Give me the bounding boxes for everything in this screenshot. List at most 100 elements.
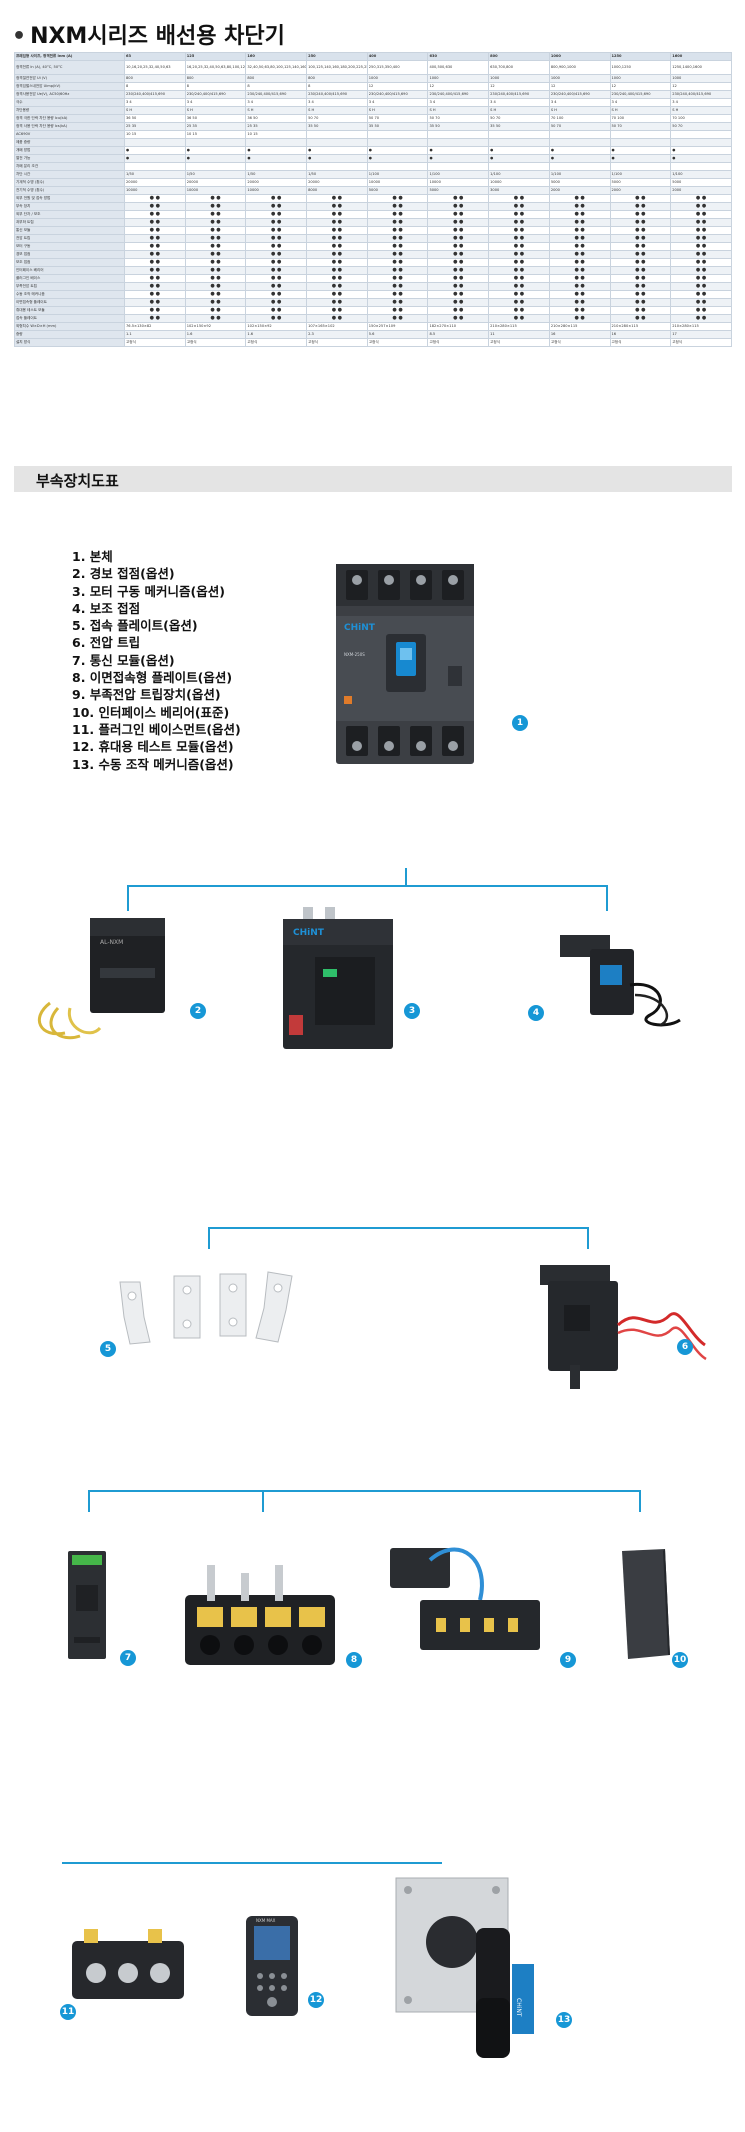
spec-cell: 2000 bbox=[609, 186, 672, 195]
spec-cell: ● bbox=[488, 154, 550, 163]
spec-cell: ● ● bbox=[124, 290, 186, 299]
spec-cell: ● ● bbox=[548, 242, 611, 251]
spec-cell bbox=[306, 130, 368, 139]
spec-cell: ● ● bbox=[670, 226, 732, 235]
spec-cell: ● ● bbox=[124, 250, 186, 259]
spec-cell: 1000 bbox=[670, 74, 732, 83]
spec-cell: ● ● bbox=[184, 234, 247, 243]
spec-cell: 35 50 bbox=[488, 122, 550, 131]
spec-cell: 1000 bbox=[366, 74, 429, 83]
spec-cell: S H bbox=[488, 106, 550, 115]
spec-row-label: 설치 방식 bbox=[14, 338, 125, 347]
spec-cell: ● ● bbox=[427, 250, 490, 259]
spec-cell: ● ● bbox=[488, 218, 550, 227]
spec-cell: ● ● bbox=[670, 266, 732, 275]
spec-cell: 400,500,630 bbox=[427, 60, 490, 75]
spec-cell: 1000 bbox=[609, 74, 672, 83]
spec-cell bbox=[488, 162, 550, 171]
spec-cell: ● ● bbox=[184, 274, 247, 283]
accessory-list-item: 8. 이면접속형 플레이트(옵션) bbox=[72, 670, 233, 686]
spec-cell: ● ● bbox=[306, 274, 368, 283]
spec-row-label: 제품 중량 bbox=[14, 138, 125, 147]
spec-cell: ● ● bbox=[670, 202, 732, 211]
spec-cell: ● bbox=[306, 154, 368, 163]
spec-cell bbox=[427, 162, 490, 171]
spec-cell: ● ● bbox=[670, 250, 732, 259]
spec-cell: ● ● bbox=[366, 210, 429, 219]
callout-badge-10: 10 bbox=[672, 1652, 688, 1668]
spec-cell: ● bbox=[124, 154, 186, 163]
spec-cell: ● ● bbox=[488, 194, 550, 203]
spec-row-label: 과부하 트립 bbox=[14, 218, 125, 227]
spec-frame-header: 160 bbox=[245, 52, 308, 61]
spec-cell: ● ● bbox=[245, 226, 308, 235]
spec-cell: 16 bbox=[548, 330, 611, 339]
accessory-list-item: 6. 전압 트립 bbox=[72, 635, 141, 651]
spec-cell: ● ● bbox=[609, 266, 672, 275]
spec-cell: ● ● bbox=[124, 202, 186, 211]
spec-row-label: 휴대용 테스트 모듈 bbox=[14, 306, 125, 315]
spec-cell: 230/240,400/415,690 bbox=[306, 90, 368, 99]
spec-row-label: 정격 사용 단락 차단 용량 Ics(kA) bbox=[14, 122, 125, 131]
spec-cell: ● ● bbox=[609, 298, 672, 307]
spec-cell: 36 50 bbox=[184, 114, 247, 123]
spec-cell: ● ● bbox=[184, 314, 247, 323]
svg-text:NXM-250S: NXM-250S bbox=[344, 652, 365, 657]
spec-cell bbox=[609, 138, 672, 147]
accessory-list-item: 4. 보조 접점 bbox=[72, 600, 141, 616]
spec-cell: ● ● bbox=[245, 194, 308, 203]
spec-cell: ● ● bbox=[548, 306, 611, 315]
spec-cell: ● ● bbox=[245, 242, 308, 251]
spec-row: 전압 트립● ●● ●● ●● ●● ●● ●● ●● ●● ●● ● bbox=[14, 234, 732, 243]
spec-cell: ● ● bbox=[548, 194, 611, 203]
spec-cell: ● ● bbox=[548, 258, 611, 267]
spec-cell: ● ● bbox=[184, 226, 247, 235]
spec-cell: ● ● bbox=[548, 282, 611, 291]
spec-cell: ● bbox=[548, 154, 611, 163]
callout-badge-3: 3 bbox=[404, 1003, 420, 1019]
spec-cell: ● ● bbox=[124, 218, 186, 227]
spec-cell: 210×280×115 bbox=[609, 322, 672, 331]
spec-row: 과부하 트립● ●● ●● ●● ●● ●● ●● ●● ●● ●● ● bbox=[14, 218, 732, 227]
spec-frame-header: 250 bbox=[306, 52, 368, 61]
spec-cell: ● ● bbox=[124, 258, 186, 267]
spec-cell bbox=[366, 138, 429, 147]
spec-cell: ● ● bbox=[245, 274, 308, 283]
spec-cell: 70 100 bbox=[548, 114, 611, 123]
spec-cell: ● ● bbox=[306, 218, 368, 227]
spec-cell: 230/240,400/415,690 bbox=[245, 90, 308, 99]
spec-cell: ● ● bbox=[124, 274, 186, 283]
spec-cell: 20000 bbox=[306, 178, 368, 187]
spec-cell: 12 bbox=[548, 82, 611, 91]
spec-cell: 182×270×110 bbox=[427, 322, 490, 331]
spec-cell: ● ● bbox=[670, 258, 732, 267]
spec-cell: 10 15 bbox=[184, 130, 247, 139]
spec-cell: 1.1 bbox=[124, 330, 186, 339]
spec-cell: ● ● bbox=[184, 250, 247, 259]
spec-row: 열전 가능●●●●●●●●●● bbox=[14, 154, 732, 163]
spec-cell bbox=[245, 138, 308, 147]
spec-cell: 10000 bbox=[488, 178, 550, 187]
callout-badge-8: 8 bbox=[346, 1652, 362, 1668]
spec-cell bbox=[366, 162, 429, 171]
spec-cell: ● ● bbox=[184, 290, 247, 299]
spec-cell: 8 bbox=[306, 82, 368, 91]
spec-cell: 고정식 bbox=[245, 338, 308, 347]
spec-cell: ● ● bbox=[670, 306, 732, 315]
spec-cell: 3 4 bbox=[427, 98, 490, 107]
spec-cell bbox=[306, 162, 368, 171]
spec-cell: ● ● bbox=[427, 226, 490, 235]
spec-row: 휴대용 테스트 모듈● ●● ●● ●● ●● ●● ●● ●● ●● ●● ● bbox=[14, 306, 732, 315]
spec-cell: 8 bbox=[124, 82, 186, 91]
callout-badge-1: 1 bbox=[512, 715, 528, 731]
spec-cell: ● ● bbox=[548, 226, 611, 235]
rear-connection-plate-image bbox=[185, 1565, 335, 1665]
spec-cell: 8000 bbox=[306, 186, 368, 195]
spec-cell: ● ● bbox=[488, 234, 550, 243]
spec-row: 인터페이스 베리어● ●● ●● ●● ●● ●● ●● ●● ●● ●● ● bbox=[14, 266, 732, 275]
interface-barrier-image bbox=[622, 1549, 670, 1659]
spec-cell: 3000 bbox=[488, 186, 550, 195]
